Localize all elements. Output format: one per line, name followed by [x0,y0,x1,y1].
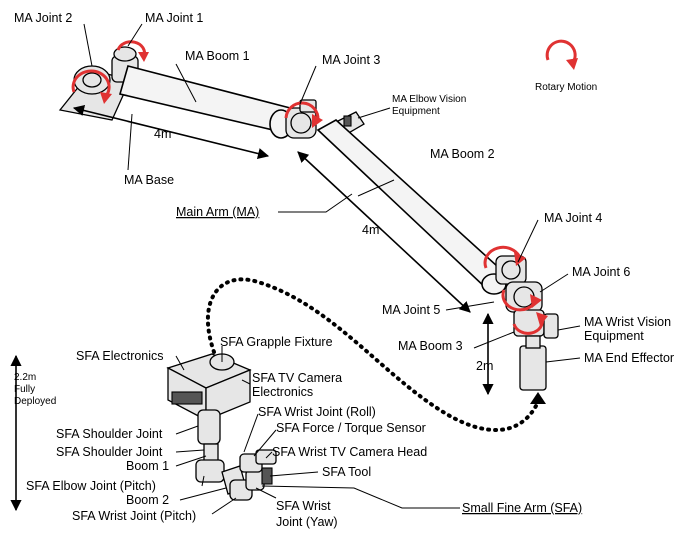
sfa-grapple-fixture-label: SFA Grapple Fixture [220,335,333,349]
sfa-wrist-yaw-label-line1: SFA Wrist [276,499,331,513]
leader-lines [83,23,581,515]
ma-end-effector-label: MA End Effector [584,351,674,365]
ma-joint-1-label: MA Joint 1 [145,11,203,25]
rotary-motion-label: Rotary Motion [535,82,597,93]
sfa-wrist-camera-label: SFA Wrist TV Camera Head [272,445,427,459]
sfa-height-label-line1: 2.2m [14,372,36,383]
small-fine-arm-title: Small Fine Arm (SFA) [462,501,582,515]
ma-boom-2-label: MA Boom 2 [430,147,495,161]
sfa-shoulder-joint-shape [197,409,221,445]
ma-joint-5-label: MA Joint 5 [382,303,440,317]
sfa-boom-1-label: Boom 1 [126,459,169,473]
ma-wrist-vision-label-line2: Equipment [584,329,644,343]
ma-base-label: MA Base [124,173,174,187]
main-arm-title: Main Arm (MA) [176,205,259,219]
rot-arrow-joint-6 [512,312,548,335]
sfa-attachment-arrowhead [530,392,546,404]
ma-joint-4-label: MA Joint 4 [544,211,602,225]
sfa-tv-camera-label-line2: Electronics [252,385,313,399]
ma-boom-3-label: MA Boom 3 [398,339,463,353]
dimension-arrows [10,104,494,512]
boom-1-length-label: 4m [154,127,171,141]
sfa-boom-2-label: Boom 2 [126,493,169,507]
boom-3-length-label: 2m [476,359,493,373]
rot-arrow-joint-4 [483,245,526,269]
sfa-wrist-roll-label: SFA Wrist Joint (Roll) [258,405,376,419]
sfa-force-torque-label: SFA Force / Torque Sensor [276,421,426,435]
ma-boom-2-shape [316,119,510,292]
boom-2-length-label: 4m [362,223,379,237]
boom-2-dimension-arrow [297,151,471,313]
sfa-tv-camera-label-line1: SFA TV Camera [252,371,342,385]
ma-wrist-vision-label-line1: MA Wrist Vision [584,315,671,329]
small-fine-arm-hardware [166,350,277,501]
rot-arrow-joint-1 [116,40,149,62]
ma-boom-1-label: MA Boom 1 [185,49,250,63]
rot-arrow-joint-5 [501,289,542,312]
sfa-height-label-line2: Fully [14,384,35,395]
sfa-elbow-joint-shape [195,459,225,483]
sfa-boom-1-shape [203,443,219,463]
sfa-attachment-path [205,277,540,432]
rot-arrow-joint-3 [284,101,323,128]
sfa-wrist-pitch-label: SFA Wrist Joint (Pitch) [72,509,196,523]
sfa-wrist-yaw-label-line2: Joint (Yaw) [276,515,338,529]
rotary-motion-legend-icon [545,39,578,70]
rot-arrow-joint-2 [71,69,112,104]
sfa-height-label-line3: Deployed [14,396,56,407]
ma-wrist-vision-shape [543,313,559,339]
labels: Rotary Motion MA Joint 2 MA Joint 1 MA B… [14,11,674,529]
ma-end-effector-shape [519,345,547,391]
ma-joint-3-label: MA Joint 3 [322,53,380,67]
ma-elbow-vision-label-line2: Equipment [392,106,440,117]
sfa-elbow-joint-label: SFA Elbow Joint (Pitch) [26,479,156,493]
ma-joint-6-label: MA Joint 6 [572,265,630,279]
rotary-motion-arrows [71,39,578,335]
sfa-shoulder-joint-label: SFA Shoulder Joint [56,427,163,441]
sfa-wrist-yaw-shape [245,469,265,491]
sfa-tool-label: SFA Tool [322,465,371,479]
sfa-shoulder-joint-label-2: SFA Shoulder Joint [56,445,163,459]
sfa-electronics-label: SFA Electronics [76,349,164,363]
ma-elbow-vision-label-line1: MA Elbow Vision [392,94,466,105]
ma-joint-2-label: MA Joint 2 [14,11,72,25]
boom-1-dimension-arrow [72,104,270,160]
